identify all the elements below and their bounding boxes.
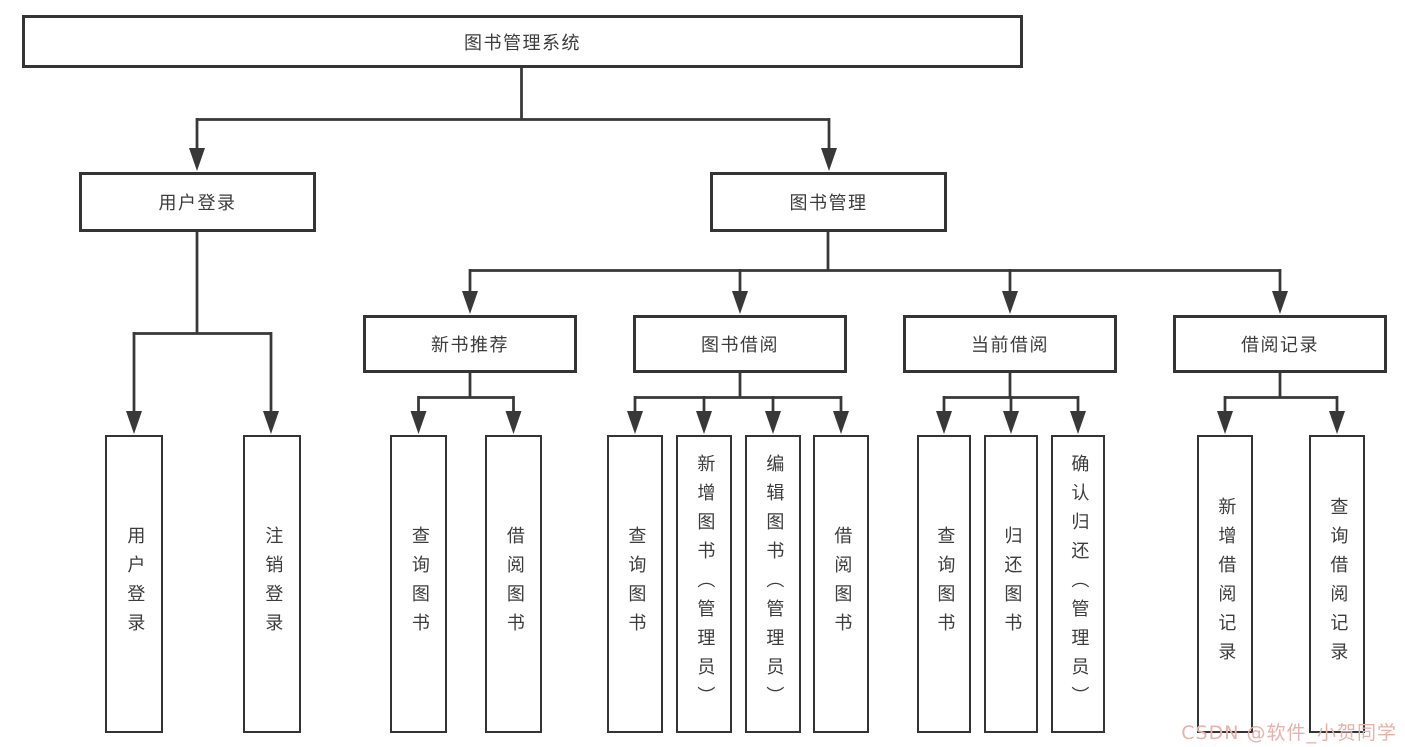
leaf-borrow-books-recommend: 借阅图书: [485, 435, 542, 733]
leaf-add-borrow-record: 新增借阅记录: [1197, 435, 1253, 733]
leaf-edit-book-admin: 编辑图书（管理员）: [745, 435, 801, 733]
node-user-login: 用户登录: [79, 172, 316, 232]
node-label: 查询图书: [625, 526, 647, 642]
leaf-user-login: 用户登录: [105, 435, 163, 733]
leaf-add-book-admin: 新增图书（管理员）: [676, 435, 732, 733]
leaf-query-borrow-record: 查询借阅记录: [1309, 435, 1365, 733]
connector-new-book: [410, 372, 522, 434]
csdn-watermark: CSDN @软件_小贺同学: [1181, 722, 1397, 744]
node-label: 注销登录: [262, 526, 284, 642]
node-book-borrow: 图书借阅: [633, 315, 847, 373]
leaf-confirm-return-admin: 确认归还（管理员）: [1051, 435, 1105, 733]
node-label: 图书管理: [789, 193, 868, 214]
connector-root: [189, 68, 837, 171]
node-label: 用户登录: [158, 193, 237, 214]
node-label: 当前借阅: [971, 335, 1049, 356]
node-borrow-records: 借阅记录: [1173, 315, 1387, 373]
node-label: 查询图书: [934, 526, 956, 642]
node-label: 确认归还（管理员）: [1068, 453, 1090, 715]
node-label: 查询图书: [408, 526, 430, 642]
node-label: 查询借阅记录: [1327, 497, 1349, 671]
node-label: 编辑图书（管理员）: [763, 453, 785, 715]
node-label: 用户登录: [124, 526, 146, 642]
leaf-logout: 注销登录: [243, 435, 301, 733]
node-label: 借阅图书: [503, 526, 525, 642]
node-label: 新书推荐: [431, 335, 509, 356]
connector-borrow-records: [1217, 372, 1345, 434]
node-label: 借阅图书: [831, 526, 853, 642]
leaf-query-books-borrow: 查询图书: [607, 435, 663, 733]
connector-book-management: [462, 231, 1288, 314]
leaf-query-books-current: 查询图书: [917, 435, 971, 733]
node-label: 新增图书（管理员）: [694, 453, 716, 715]
node-label: 借阅记录: [1241, 335, 1319, 356]
node-book-management: 图书管理: [710, 172, 947, 232]
connector-user-login: [126, 231, 279, 434]
node-root-library-system: 图书管理系统: [22, 15, 1023, 68]
node-label: 图书管理系统: [464, 32, 581, 54]
node-label: 归还图书: [1001, 526, 1023, 642]
node-new-book-recommend: 新书推荐: [363, 315, 577, 373]
node-label: 图书借阅: [701, 335, 779, 356]
leaf-return-book: 归还图书: [984, 435, 1038, 733]
leaf-borrow-books: 借阅图书: [813, 435, 869, 733]
node-current-borrow: 当前借阅: [903, 315, 1117, 373]
connector-book-borrow: [627, 372, 849, 434]
connector-current-borrow: [936, 372, 1086, 434]
leaf-query-books-recommend: 查询图书: [390, 435, 447, 733]
node-label: 新增借阅记录: [1215, 497, 1237, 671]
